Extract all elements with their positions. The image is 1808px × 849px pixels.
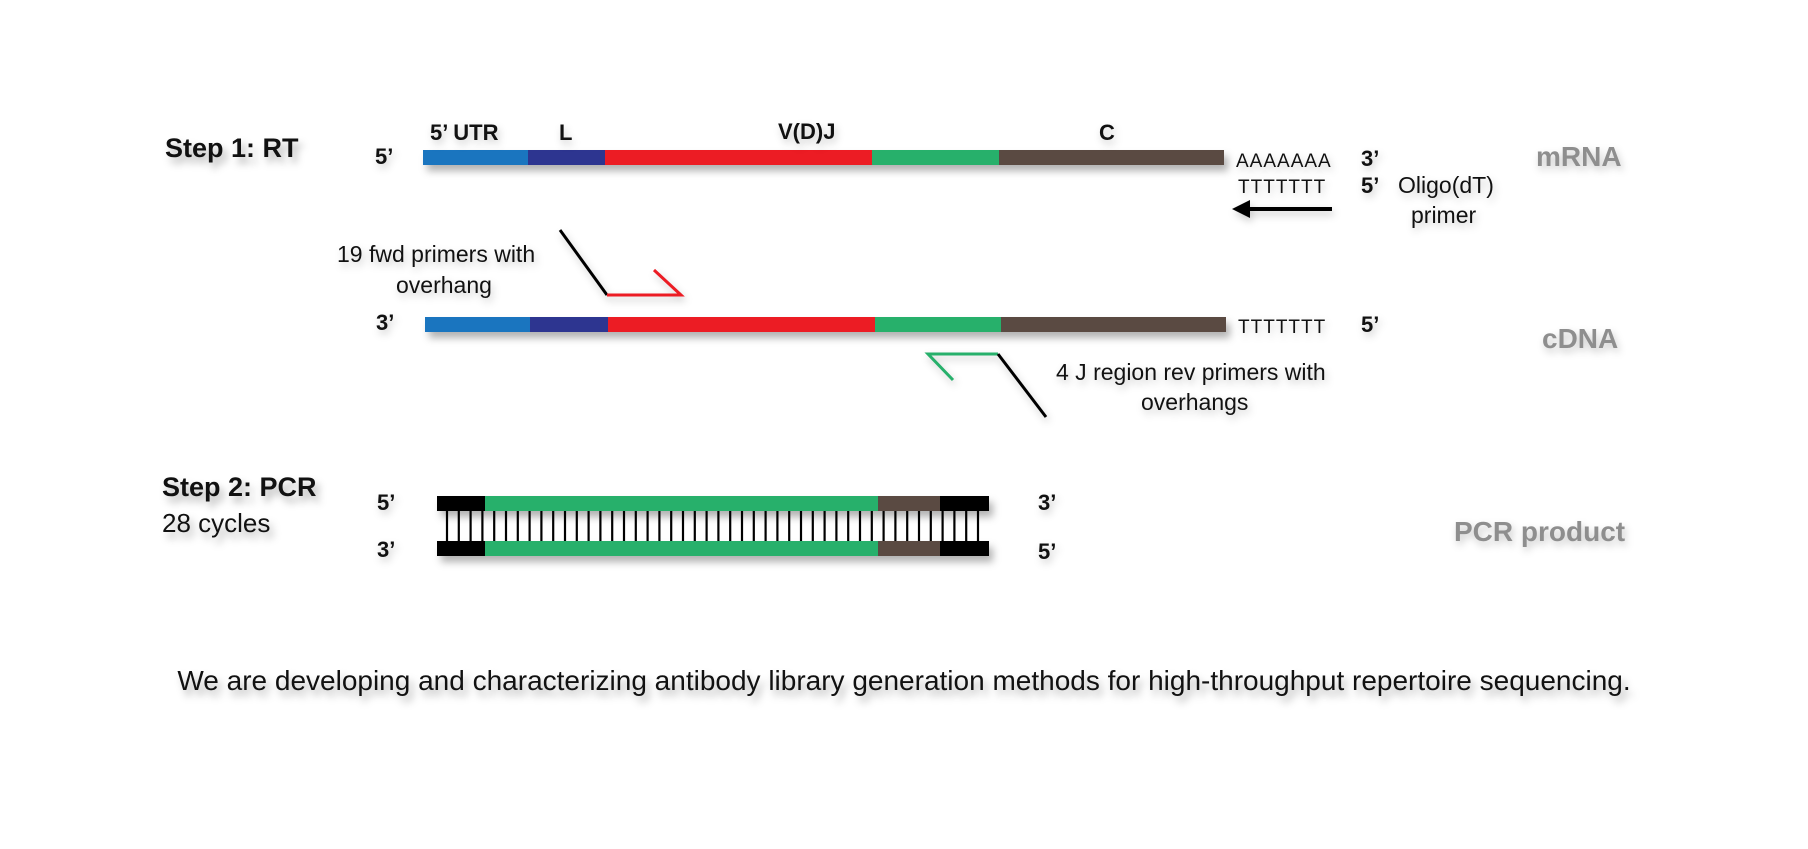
pcr-product <box>437 496 989 556</box>
fwd-primer-binding <box>607 268 685 297</box>
polya-tail: AAAAAAA <box>1236 151 1332 172</box>
fwd-primer-glyph <box>558 229 685 297</box>
vdj-label: V(D)J <box>778 119 835 144</box>
pcr-top-adapter-right <box>940 496 989 511</box>
utr-label: 5’ UTR <box>430 120 499 145</box>
pcr-bottom-5prime-label: 5’ <box>1038 539 1056 564</box>
cdna-constant-segment <box>1001 317 1226 332</box>
mrna-j-segment <box>872 150 999 165</box>
rev-primer-binding <box>924 352 998 382</box>
mrna-leader-segment <box>528 150 605 165</box>
mrna-strand <box>423 150 1224 165</box>
mrna-vdj-segment <box>605 150 872 165</box>
pcr-bottom-adapter-right <box>940 541 989 556</box>
cdna-side-label: cDNA <box>1542 323 1618 354</box>
step2-subtitle: 28 cycles <box>162 508 270 538</box>
cdna-strand <box>425 317 1226 332</box>
oligo-5prime-label: 5’ <box>1361 173 1379 198</box>
pcr-top-3prime-label: 3’ <box>1038 490 1056 515</box>
oligo-dt-label-line1: Oligo(dT) <box>1398 172 1494 198</box>
cdna-5prime-label: 5’ <box>1361 312 1379 337</box>
mrna-5prime-label: 5’ <box>375 144 393 169</box>
mrna-side-label: mRNA <box>1536 141 1622 172</box>
pcr-bottom-constant-segment <box>878 541 940 556</box>
cdna-leader-segment <box>530 317 608 332</box>
rev-primer-overhang <box>996 353 1048 418</box>
rev-primers-label-line1: 4 J region rev primers with <box>1056 359 1326 385</box>
base-pair-rungs <box>445 511 980 541</box>
pcr-top-adapter-left <box>437 496 485 511</box>
step2-title: Step 2: PCR <box>162 472 317 502</box>
pcr-top-j-segment <box>485 496 878 511</box>
pcr-bottom-3prime-label: 3’ <box>377 537 395 562</box>
mrna-3prime-label: 3’ <box>1361 146 1379 171</box>
mrna-utr-segment <box>423 150 528 165</box>
cdna-3prime-label: 3’ <box>376 310 394 335</box>
pcr-top-constant-segment <box>878 496 940 511</box>
step1-title: Step 1: RT <box>165 133 299 163</box>
oligo-dt-polyt: TTTTTTT <box>1238 177 1326 198</box>
pcr-bottom-adapter-left <box>437 541 485 556</box>
pcr-bottom-j-segment <box>485 541 878 556</box>
caption: We are developing and characterizing ant… <box>177 665 1630 696</box>
rev-primer-glyph <box>924 352 1048 418</box>
rev-primers-label-line2: overhangs <box>1141 389 1248 415</box>
pcr-side-label: PCR product <box>1454 516 1625 547</box>
rt-direction-arrow <box>1232 200 1332 218</box>
fwd-primers-label-line2: overhang <box>396 272 492 298</box>
mrna-constant-segment <box>999 150 1224 165</box>
cdna-utr-segment <box>425 317 530 332</box>
cdna-j-segment <box>875 317 1001 332</box>
fwd-primers-label-line1: 19 fwd primers with <box>337 241 535 267</box>
cdna-vdj-segment <box>608 317 875 332</box>
fwd-primer-overhang <box>558 229 609 296</box>
oligo-dt-label-line2: primer <box>1411 202 1477 228</box>
leader-label: L <box>559 120 572 145</box>
cdna-polyt: TTTTTTT <box>1238 317 1326 338</box>
constant-label: C <box>1099 120 1115 145</box>
pcr-top-5prime-label: 5’ <box>377 490 395 515</box>
